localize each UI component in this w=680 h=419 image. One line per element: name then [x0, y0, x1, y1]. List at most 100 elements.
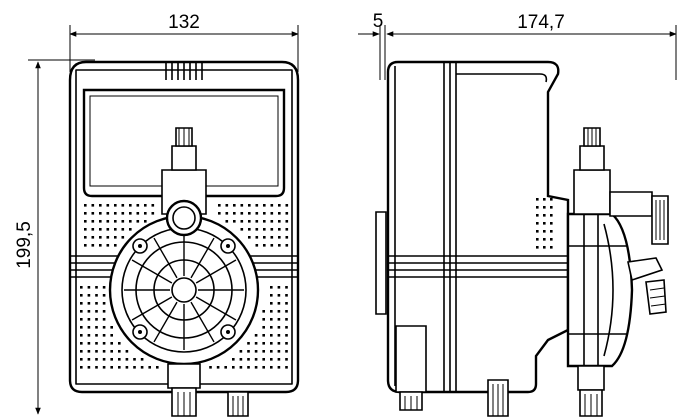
vent-hole [536, 246, 539, 249]
vent-hole [285, 350, 288, 353]
vent-hole [277, 334, 281, 337]
vent-hole [114, 228, 117, 231]
vent-hole [270, 204, 274, 207]
vent-hole [277, 326, 281, 329]
vent-hole [110, 358, 113, 361]
front-view [68, 60, 300, 417]
vent-hole [225, 204, 229, 207]
pump-head [108, 214, 260, 366]
vent-hole [277, 358, 281, 361]
vent-hole [277, 366, 281, 369]
vent-hole [129, 220, 132, 223]
vent-hole [84, 228, 87, 231]
vent-hole [95, 342, 98, 345]
vent-hole [248, 204, 251, 207]
vent-hole [218, 204, 221, 207]
side-pump-head [566, 212, 634, 368]
ventilation-grille [80, 204, 289, 369]
vent-hole [95, 366, 98, 369]
vent-hole [536, 238, 539, 241]
vent-hole [270, 236, 274, 239]
mounting-plate [375, 211, 387, 315]
vent-hole [285, 286, 288, 289]
vent-hole [84, 244, 87, 247]
vent-hole [110, 350, 113, 353]
vent-hole [144, 204, 147, 207]
vent-hole [255, 212, 259, 215]
vent-hole [80, 350, 83, 353]
vent-hole [270, 212, 274, 215]
vent-hole [247, 358, 250, 361]
vent-hole [102, 334, 106, 337]
vent-hole [543, 198, 546, 201]
vent-hole [240, 212, 244, 215]
vent-hole [254, 358, 258, 361]
vent-hole [239, 350, 243, 353]
vent-hole [91, 212, 95, 215]
vent-hole [91, 244, 95, 247]
vent-hole [248, 228, 251, 231]
depth-dimension: 174,7 [386, 12, 677, 80]
vent-hole [80, 366, 83, 369]
vent-hole [102, 342, 106, 345]
vent-hole [102, 358, 106, 361]
vent-hole [84, 236, 87, 239]
vent-hole [285, 310, 288, 313]
vent-hole [262, 310, 265, 313]
vent-hole [543, 214, 546, 217]
vent-hole [550, 214, 553, 217]
vent-hole [270, 318, 273, 321]
vent-hole [80, 294, 83, 297]
vent-hole [239, 366, 243, 369]
vent-hole [95, 326, 98, 329]
vent-hole [114, 204, 117, 207]
vent-hole [247, 342, 250, 345]
vent-hole [133, 358, 136, 361]
vent-hole [84, 212, 87, 215]
vent-hole [114, 244, 117, 247]
width-label: 132 [168, 12, 200, 33]
vent-hole [263, 220, 266, 223]
vent-hole [277, 310, 281, 313]
vent-hole [87, 350, 91, 353]
vent-hole [550, 246, 553, 249]
vent-hole [121, 228, 125, 231]
vent-hole [106, 204, 110, 207]
spoke [131, 259, 173, 284]
vent-hole [278, 220, 281, 223]
vent-hole [255, 244, 259, 247]
pump-head-spokes [124, 230, 244, 350]
vent-hole [270, 350, 273, 353]
vent-hole [285, 302, 288, 305]
vent-hole [536, 198, 539, 201]
vent-hole [263, 236, 266, 239]
vent-hole [263, 228, 266, 231]
vent-hole [114, 220, 117, 223]
vent-hole [148, 366, 151, 369]
vent-hole [248, 220, 251, 223]
side-ribs [388, 255, 568, 278]
vent-hole [87, 358, 91, 361]
vent-hole [262, 326, 265, 329]
vent-hole [80, 318, 83, 321]
vent-hole [102, 294, 106, 297]
vent-hole [114, 212, 117, 215]
vent-hole [114, 236, 117, 239]
vent-hole [278, 244, 281, 247]
vent-hole [102, 326, 106, 329]
vent-hole [285, 358, 288, 361]
vent-hole [550, 206, 553, 209]
vent-hole [278, 212, 281, 215]
vent-hole [232, 358, 235, 361]
vent-hole [239, 358, 243, 361]
vent-hole [270, 358, 273, 361]
vent-hole [121, 220, 125, 223]
vent-hole [87, 326, 91, 329]
vent-hole [80, 310, 83, 313]
vent-hole [95, 334, 98, 337]
vent-hole [95, 302, 98, 305]
vent-hole [95, 318, 98, 321]
vent-hole [121, 236, 125, 239]
vent-hole [110, 326, 113, 329]
vent-hole [102, 350, 106, 353]
